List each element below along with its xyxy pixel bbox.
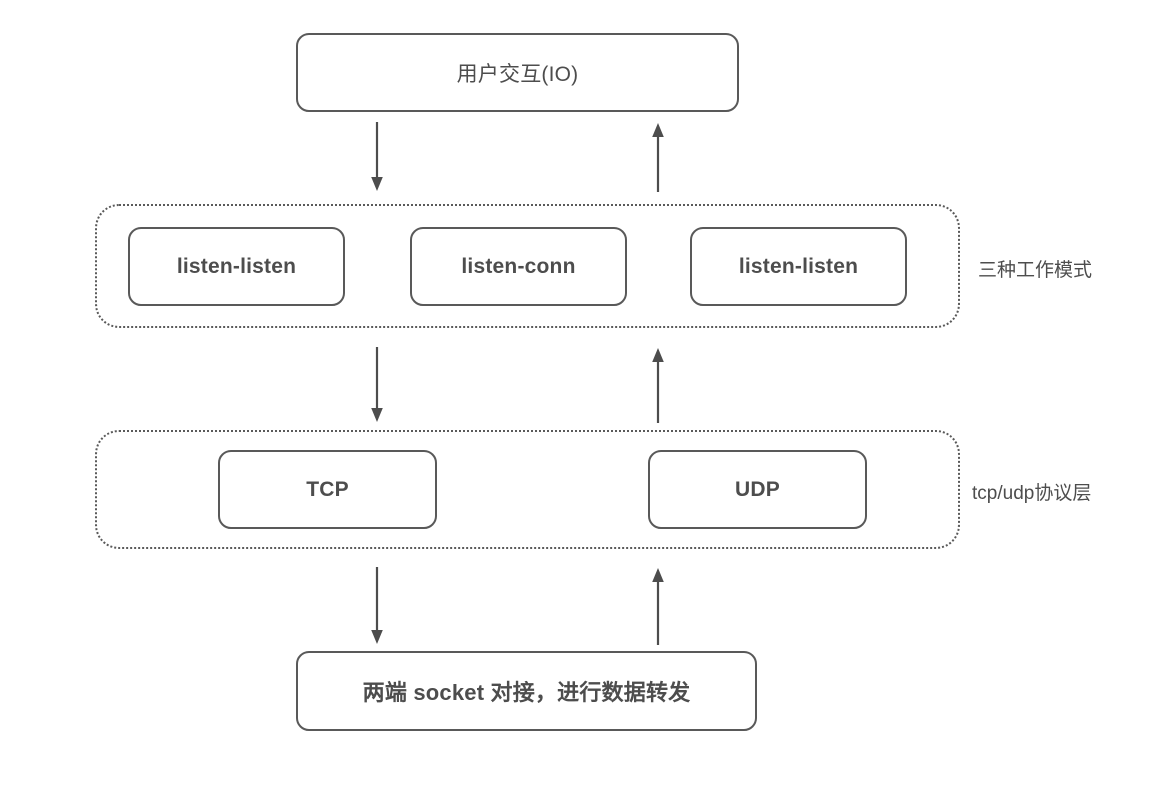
node-mode-listen-listen-2[interactable]: listen-listen xyxy=(690,227,907,306)
node-user-interaction-io-label: 用户交互(IO) xyxy=(456,62,579,86)
node-protocol-tcp-label: TCP xyxy=(306,477,349,501)
node-socket-forwarding-label: 两端 socket 对接，进行数据转发 xyxy=(362,680,691,705)
node-protocol-tcp[interactable]: TCP xyxy=(218,450,437,529)
node-mode-listen-listen-1-label: listen-listen xyxy=(176,254,297,278)
label-work-modes: 三种工作模式 xyxy=(978,260,1093,281)
node-mode-listen-listen-2-label: listen-listen xyxy=(738,254,859,278)
arrow-modes-to-io xyxy=(649,122,667,192)
arrow-protocol-to-socket xyxy=(368,567,386,645)
arrow-protocol-to-modes xyxy=(649,347,667,423)
node-socket-forwarding[interactable]: 两端 socket 对接，进行数据转发 xyxy=(296,651,757,731)
arrow-io-to-modes xyxy=(368,122,386,192)
node-protocol-udp-label: UDP xyxy=(735,477,780,501)
arrow-modes-to-protocol xyxy=(368,347,386,423)
group-tcp-udp-protocol xyxy=(95,430,960,549)
node-user-interaction-io[interactable]: 用户交互(IO) xyxy=(296,33,739,112)
node-protocol-udp[interactable]: UDP xyxy=(648,450,867,529)
node-mode-listen-conn-label: listen-conn xyxy=(461,254,576,278)
arrow-socket-to-protocol xyxy=(649,567,667,645)
node-mode-listen-conn[interactable]: listen-conn xyxy=(410,227,627,306)
node-mode-listen-listen-1[interactable]: listen-listen xyxy=(128,227,345,306)
group-work-modes xyxy=(95,204,960,328)
label-tcp-udp-protocol: tcp/udp协议层 xyxy=(972,483,1092,504)
